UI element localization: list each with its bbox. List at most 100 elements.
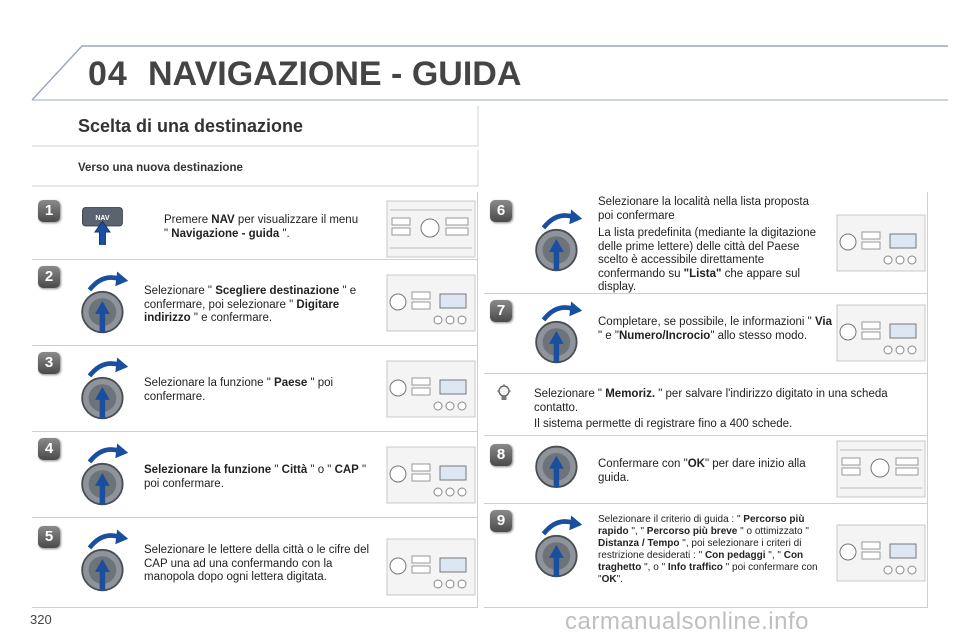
text-run: Il sistema permette di registrare fino a… xyxy=(534,418,793,430)
text-run: ", " xyxy=(765,550,784,561)
rotary-knob-icon xyxy=(535,301,583,364)
text-run: Selezionare la località nella lista prop… xyxy=(598,196,809,222)
step-number: 4 xyxy=(38,438,60,460)
step-4-text: Selezionare la funzione " Città " o " CA… xyxy=(144,464,376,491)
text-run: " xyxy=(271,464,282,476)
radio-unit-image xyxy=(836,214,926,272)
radio-unit-image xyxy=(836,304,926,362)
text-run: La lista predefinita (mediante la digita… xyxy=(598,227,816,280)
text-run: Selezionare la funzione " xyxy=(144,377,275,389)
subsection-title: Verso una nuova destinazione xyxy=(78,162,243,174)
radio-unit-image xyxy=(386,538,476,596)
section-title-frame xyxy=(32,106,479,147)
text-run: Completare, se possibile, le informazion… xyxy=(598,316,815,328)
tip-note: Il sistema permette di registrare fino a… xyxy=(534,418,894,432)
step-6-text: Selezionare la località nella lista prop… xyxy=(598,196,826,223)
text-run: " poi confermare. xyxy=(144,377,334,403)
bold-term: Info traffico xyxy=(667,562,723,573)
text-run: Selezionare il criterio di guida : " xyxy=(598,514,744,525)
step-7-text: Completare, se possibile, le informazion… xyxy=(598,316,834,343)
text-run: " per dare inizio alla guida. xyxy=(598,458,806,484)
tip-text: Selezionare " Memoriz. " per salvare l'i… xyxy=(534,388,894,415)
step-number: 6 xyxy=(490,200,512,222)
text-run: " e " xyxy=(598,329,619,342)
radio-unit-image xyxy=(386,200,476,258)
nav-key-icon: NAV xyxy=(82,207,123,245)
radio-unit-image xyxy=(836,524,926,582)
text-run: " e confermare, poi selezionare " xyxy=(144,285,357,311)
step-7-box xyxy=(484,294,928,374)
text-run: ". xyxy=(616,574,623,585)
bold-term: Percorso più rapido xyxy=(598,514,805,537)
bold-term: Navigazione - guida xyxy=(171,227,280,240)
bold-term: Numero/Incrocio xyxy=(618,329,711,342)
step-number: 9 xyxy=(490,510,512,532)
text-run: " allo stesso modo. xyxy=(710,329,808,342)
text-run: " o " xyxy=(307,464,335,476)
rotary-knob-icon xyxy=(535,515,583,578)
text-run: che appare sul display. xyxy=(598,267,801,294)
radio-unit-image xyxy=(386,274,476,332)
bold-term: Paese xyxy=(274,377,308,389)
bold-term: Città xyxy=(281,464,308,476)
text-run: ", poi selezionare i criteri di restrizi… xyxy=(598,538,802,561)
bold-term: NAV xyxy=(211,214,235,226)
bold-term: Via xyxy=(814,316,832,328)
step-8-text: Confermare con "OK" per dare inizio alla… xyxy=(598,458,824,485)
rotary-knob-icon xyxy=(81,271,129,334)
step-6-note: La lista predefinita (mediante la digita… xyxy=(598,227,826,295)
subsection-frame xyxy=(32,150,479,187)
section-title: Scelta di una destinazione xyxy=(78,116,304,136)
bold-term: Scegliere destinazione xyxy=(215,285,340,297)
bold-term: Selezionare la funzione xyxy=(144,464,272,476)
rotary-knob-icon xyxy=(81,529,129,592)
bold-term: Digitare indirizzo xyxy=(144,298,340,325)
page-number: 320 xyxy=(30,612,52,627)
chapter-header-frame xyxy=(31,45,948,101)
step-4-box xyxy=(32,432,478,518)
step-5-box xyxy=(32,518,478,608)
step-2-box xyxy=(32,260,478,346)
step-2-text: Selezionare " Scegliere destinazione " e… xyxy=(144,285,376,326)
rotary-knob-icon xyxy=(81,443,129,506)
step-number: 5 xyxy=(38,526,60,548)
step-1-box xyxy=(32,192,478,260)
bold-term: OK xyxy=(687,458,705,470)
text-run: Selezionare " xyxy=(144,285,216,297)
text-run: " poi confermare. xyxy=(144,464,367,490)
text-run: Premere xyxy=(164,214,212,226)
text-run: ", o " xyxy=(641,562,668,573)
text-run: " o ottimizzato " xyxy=(737,526,809,537)
step-1-text: Premere NAV per visualizzare il menu " N… xyxy=(164,214,364,241)
step-9-text: Selezionare il criterio di guida : " Per… xyxy=(598,514,824,586)
chapter-title: NAVIGAZIONE - GUIDA xyxy=(148,55,522,93)
step-9-box xyxy=(484,504,928,608)
step-number: 8 xyxy=(490,444,512,466)
text-run: Selezionare le lettere della città o le … xyxy=(144,544,370,583)
step-number: 1 xyxy=(38,200,60,222)
step-3-box xyxy=(32,346,478,432)
text-run: Confermare con " xyxy=(598,458,688,470)
chapter-number: 04 xyxy=(88,55,128,93)
text-run: " e confermare. xyxy=(190,312,273,324)
step-6-box xyxy=(484,192,928,294)
tip-box xyxy=(484,374,928,436)
step-8-box xyxy=(484,436,928,504)
step-number: 7 xyxy=(490,300,512,322)
text-run: ". xyxy=(279,227,290,240)
nav-key-label: NAV xyxy=(95,215,109,222)
text-run: ", " xyxy=(628,526,647,537)
lightbulb-icon xyxy=(496,384,512,402)
text-run: per visualizzare il menu " xyxy=(164,214,359,240)
watermark: carmanualsonline.info xyxy=(565,608,809,635)
radio-unit-image xyxy=(386,446,476,504)
bold-term: "Lista" xyxy=(683,267,722,280)
step-5-text: Selezionare le lettere della città o le … xyxy=(144,544,378,585)
radio-unit-image xyxy=(836,440,926,498)
rotary-knob-icon xyxy=(81,357,129,420)
bold-term: Memoriz. xyxy=(605,388,656,400)
step-number: 2 xyxy=(38,266,60,288)
bold-term: Percorso più breve xyxy=(646,526,738,537)
rotary-knob-icon xyxy=(535,209,583,272)
bold-term: Con traghetto xyxy=(598,550,804,573)
